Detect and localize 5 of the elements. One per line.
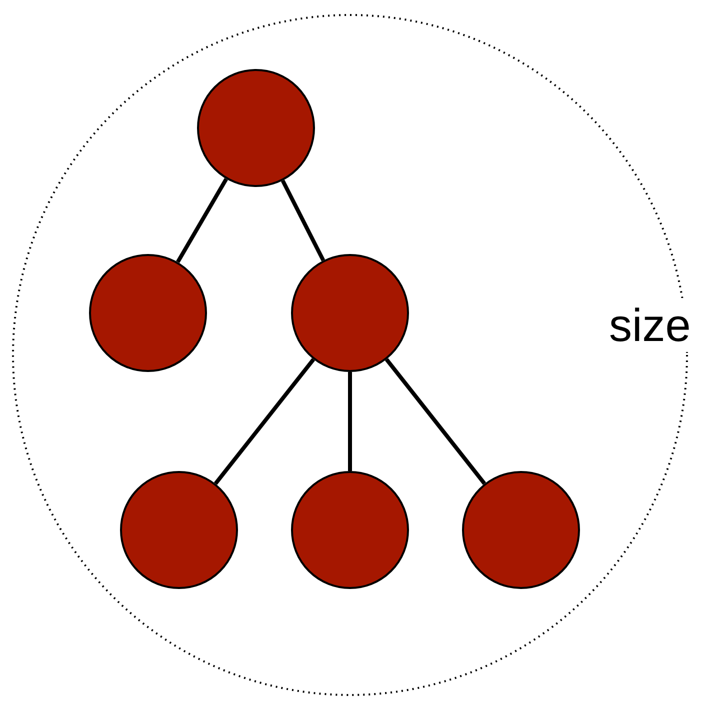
connector-line bbox=[176, 178, 228, 264]
connector-line bbox=[384, 358, 486, 485]
connector-line bbox=[280, 180, 326, 262]
connector-line bbox=[348, 372, 352, 471]
connector-line bbox=[214, 358, 316, 485]
